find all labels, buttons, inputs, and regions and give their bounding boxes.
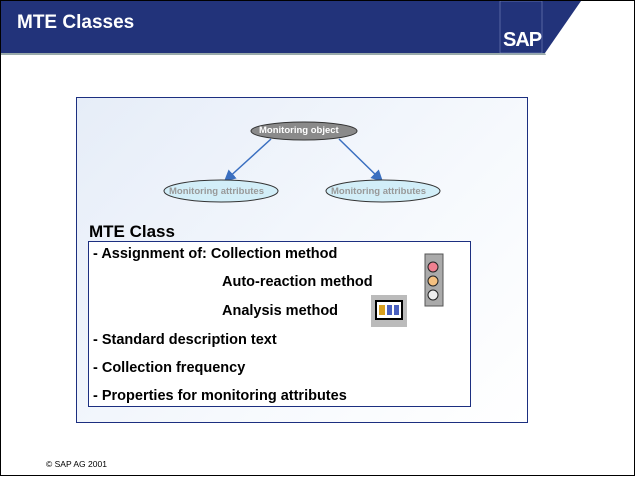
mte-class-box xyxy=(88,241,471,407)
copyright: © SAP AG 2001 xyxy=(46,459,107,469)
analysis-tool-icon xyxy=(371,295,407,327)
line-properties: - Properties for monitoring attributes xyxy=(93,388,347,404)
sap-logo: SAP xyxy=(503,29,542,51)
header-banner xyxy=(1,1,581,55)
line-auto-reaction: Auto-reaction method xyxy=(222,274,373,290)
page-title: MTE Classes xyxy=(17,12,135,33)
node-monitoring-attributes-left: Monitoring attributes xyxy=(169,186,264,197)
connector-left xyxy=(223,138,272,183)
node-monitoring-attributes-right: Monitoring attributes xyxy=(331,186,426,197)
line-analysis: Analysis method xyxy=(222,303,339,319)
mte-class-heading: MTE Class xyxy=(89,222,175,241)
line-frequency: - Collection frequency xyxy=(93,360,246,376)
connector-right xyxy=(338,138,384,183)
traffic-light-icon xyxy=(424,253,444,307)
line-assignment: - Assignment of: Collection method xyxy=(93,246,338,262)
line-description: - Standard description text xyxy=(93,332,277,348)
node-monitoring-object: Monitoring object xyxy=(259,125,339,136)
